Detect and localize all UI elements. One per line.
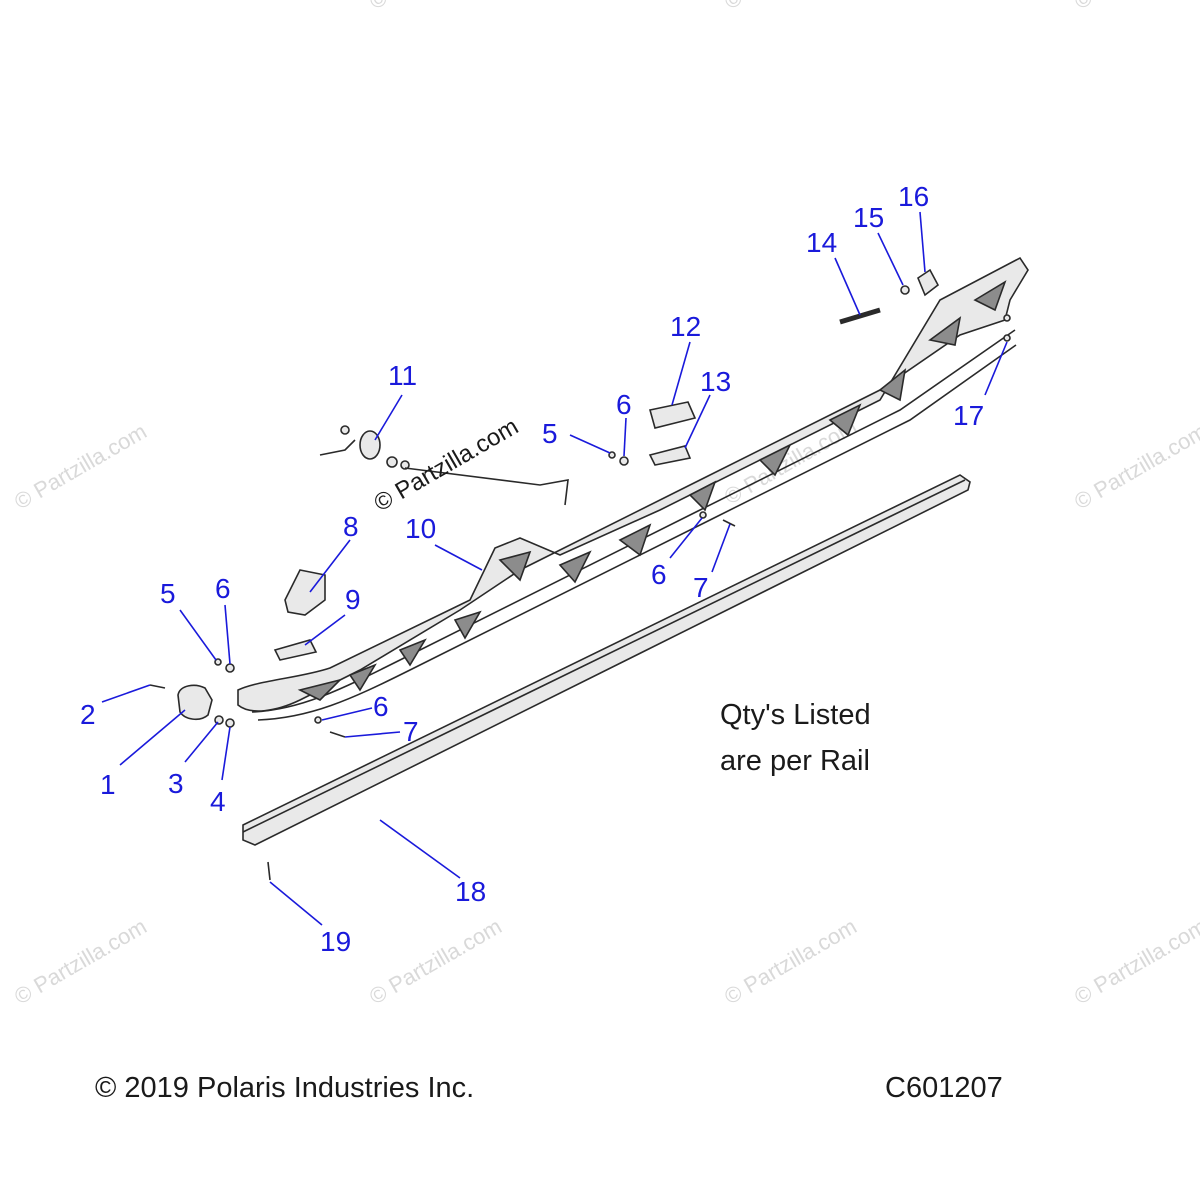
screw-2 (149, 684, 166, 689)
watermark: © Partzilla.com (10, 914, 151, 1010)
washer-6-lower-front (314, 716, 322, 724)
callout-11: 11 (388, 360, 417, 391)
callout-14: 14 (806, 227, 837, 258)
upper-rail-bottom-edge (257, 344, 1017, 721)
callout-2: 2 (80, 699, 96, 730)
watermark-layer: © Partzilla.com © Partzilla.com © Partzi… (10, 0, 1200, 1009)
callout-1: 1 (100, 769, 116, 800)
fastener-17a (1003, 314, 1011, 322)
screw-19 (267, 861, 271, 881)
callout-12: 12 (670, 311, 701, 342)
callout-8: 8 (343, 511, 359, 542)
nut-4 (225, 718, 235, 728)
washer-6-mid (619, 456, 629, 466)
callout-4: 4 (210, 786, 226, 817)
callout-9: 9 (345, 584, 361, 615)
washer-6-front (225, 663, 235, 673)
watermark: © Partzilla.com (365, 0, 506, 14)
bolt-5-front (214, 658, 222, 666)
slide-block-8 (284, 569, 326, 616)
washer-6-lower-mid (699, 511, 707, 519)
watermark: © Partzilla.com (720, 914, 861, 1010)
watermark: © Partzilla.com (1070, 914, 1200, 1010)
screw-7-lower-mid (722, 519, 736, 527)
bolt-5-mid (608, 451, 616, 459)
callout-labels: 1 2 3 4 5 5 6 6 6 6 7 7 8 9 10 11 12 13 … (80, 181, 984, 957)
rail-truss (297, 280, 1007, 701)
watermark: © Partzilla.com (1070, 419, 1200, 515)
watermark: © Partzilla.com (365, 914, 506, 1010)
callout-15: 15 (853, 202, 884, 233)
pad-9 (273, 639, 318, 661)
note-line-2: are per Rail (720, 745, 870, 777)
callout-6-lower-mid: 6 (651, 559, 667, 590)
block-13 (648, 445, 692, 466)
note-line-1: Qty's Listed (720, 699, 871, 731)
leader-lines (101, 211, 1008, 926)
callout-6-lower-front: 6 (373, 691, 389, 722)
callout-10: 10 (405, 513, 436, 544)
rail-tip-cap (177, 684, 213, 721)
rod-14 (839, 307, 881, 325)
watermark: © Partzilla.com (720, 0, 861, 14)
fastener-17b (1003, 334, 1011, 342)
rail-assembly (149, 256, 1029, 881)
screw-7-lower-front (329, 731, 346, 738)
callout-17: 17 (953, 400, 984, 431)
callout-13: 13 (700, 366, 731, 397)
callout-6-front: 6 (215, 573, 231, 604)
wear-strip (242, 474, 971, 846)
spring-assembly-11 (319, 425, 569, 506)
upper-rail-lower-edge (251, 329, 1016, 713)
callout-18: 18 (455, 876, 486, 907)
callout-7-lower-mid: 7 (693, 572, 709, 603)
block-12 (649, 401, 697, 429)
callout-19: 19 (320, 926, 351, 957)
watermark: © Partzilla.com (10, 419, 151, 515)
watermark: © Partzilla.com (1070, 0, 1200, 14)
copyright-text: © 2019 Polaris Industries Inc. (95, 1072, 474, 1104)
callout-5-mid: 5 (542, 418, 558, 449)
nut-15 (900, 285, 910, 295)
callout-7-lower-front: 7 (403, 716, 419, 747)
bracket-16 (917, 268, 940, 297)
wear-strip-edge (242, 479, 966, 833)
diagram-code: C601207 (885, 1072, 1003, 1104)
washer-3 (214, 715, 224, 725)
callout-6-mid: 6 (616, 389, 632, 420)
callout-3: 3 (168, 768, 184, 799)
callout-5-front: 5 (160, 578, 176, 609)
quantity-note: Qty's Listed are per Rail (720, 699, 871, 777)
callout-16: 16 (898, 181, 929, 212)
